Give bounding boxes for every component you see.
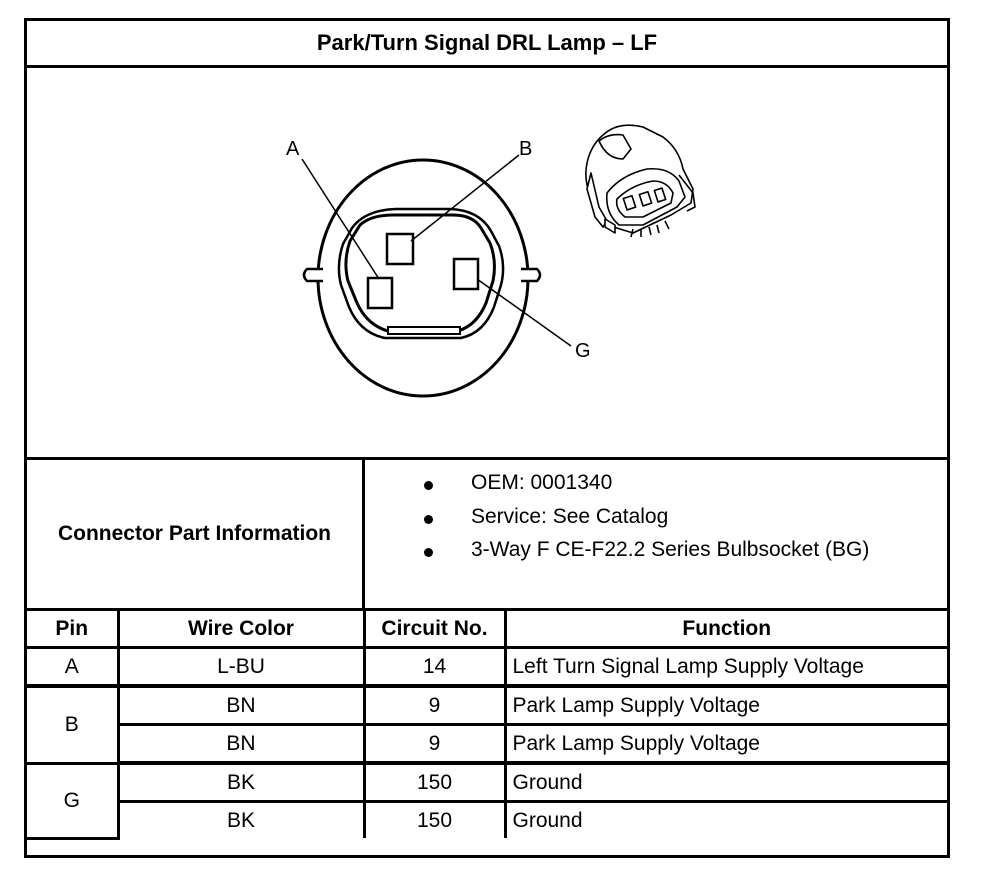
header-pin: Pin: [27, 611, 120, 649]
connector-drawing: A B G: [286, 124, 696, 398]
wire-color-cell: L-BU: [116, 646, 366, 688]
leader-line-b: [410, 154, 520, 242]
info-service: Service: See Catalog: [471, 505, 669, 528]
info-description: 3-Way F CE-F22.2 Series Bulbsocket (BG): [471, 538, 870, 561]
wire-color-cell: BK: [116, 800, 366, 838]
circuit-cell: 150: [362, 761, 507, 803]
wire-color-cell: BK: [116, 761, 366, 803]
connector-info-row: Connector Part Information OEM: 0001340 …: [27, 460, 947, 611]
pin-cell: A: [27, 646, 120, 688]
keyway-notch: [387, 326, 461, 335]
header-wire-color: Wire Color: [116, 611, 366, 649]
table-header-row: Pin Wire Color Circuit No. Function: [27, 611, 947, 649]
left-latch-tab: [302, 267, 323, 283]
header-circuit: Circuit No.: [362, 611, 507, 649]
bullet-icon: [424, 548, 433, 557]
header-function: Function: [503, 611, 947, 649]
wire-color-cell: BN: [116, 723, 366, 765]
terminal-cavity-b: [385, 232, 415, 266]
wire-color-cell: BN: [116, 684, 366, 726]
function-cell: Ground: [503, 761, 947, 803]
pin-cell: B: [27, 684, 120, 765]
bullet-icon: [424, 515, 433, 524]
function-cell: Left Turn Signal Lamp Supply Voltage: [503, 646, 947, 688]
page-title: Park/Turn Signal DRL Lamp – LF: [27, 21, 947, 68]
circuit-cell: 9: [362, 684, 507, 726]
connector-inner-rim: [337, 207, 505, 340]
bulbsocket-icon: [585, 124, 696, 238]
circuit-cell: 9: [362, 723, 507, 765]
bullet-icon: [424, 481, 433, 490]
terminal-cavity-a: [366, 276, 394, 310]
table-row: B BN 9 Park Lamp Supply Voltage: [27, 684, 947, 765]
pin-label-a: A: [286, 138, 300, 160]
table-row: G BK 150 Ground: [27, 761, 947, 840]
pin-table: Pin Wire Color Circuit No. Function A L-…: [27, 611, 947, 840]
function-cell: Park Lamp Supply Voltage: [503, 684, 947, 726]
function-cell: Ground: [503, 800, 947, 838]
leader-line-g: [476, 278, 572, 347]
leader-line-a: [301, 158, 380, 280]
pin-label-g: G: [575, 340, 591, 362]
table-row: BN 9 Park Lamp Supply Voltage: [27, 723, 947, 765]
connector-info-list: OEM: 0001340 Service: See Catalog 3-Way …: [365, 460, 947, 608]
pin-label-b: B: [519, 138, 532, 160]
function-cell: Park Lamp Supply Voltage: [503, 723, 947, 765]
right-latch-tab: [521, 267, 542, 283]
circuit-cell: 14: [362, 646, 507, 688]
connector-figure: A B G: [27, 68, 947, 460]
circuit-cell: 150: [362, 800, 507, 838]
table-row: BK 150 Ground: [27, 800, 947, 838]
connector-info-label: Connector Part Information: [27, 460, 365, 608]
info-oem: OEM: 0001340: [471, 471, 613, 494]
connector-sheet: Park/Turn Signal DRL Lamp – LF A B G: [24, 18, 950, 858]
pin-cell: G: [27, 761, 120, 840]
terminal-cavity-g: [452, 257, 480, 291]
table-row: A L-BU 14 Left Turn Signal Lamp Supply V…: [27, 646, 947, 688]
